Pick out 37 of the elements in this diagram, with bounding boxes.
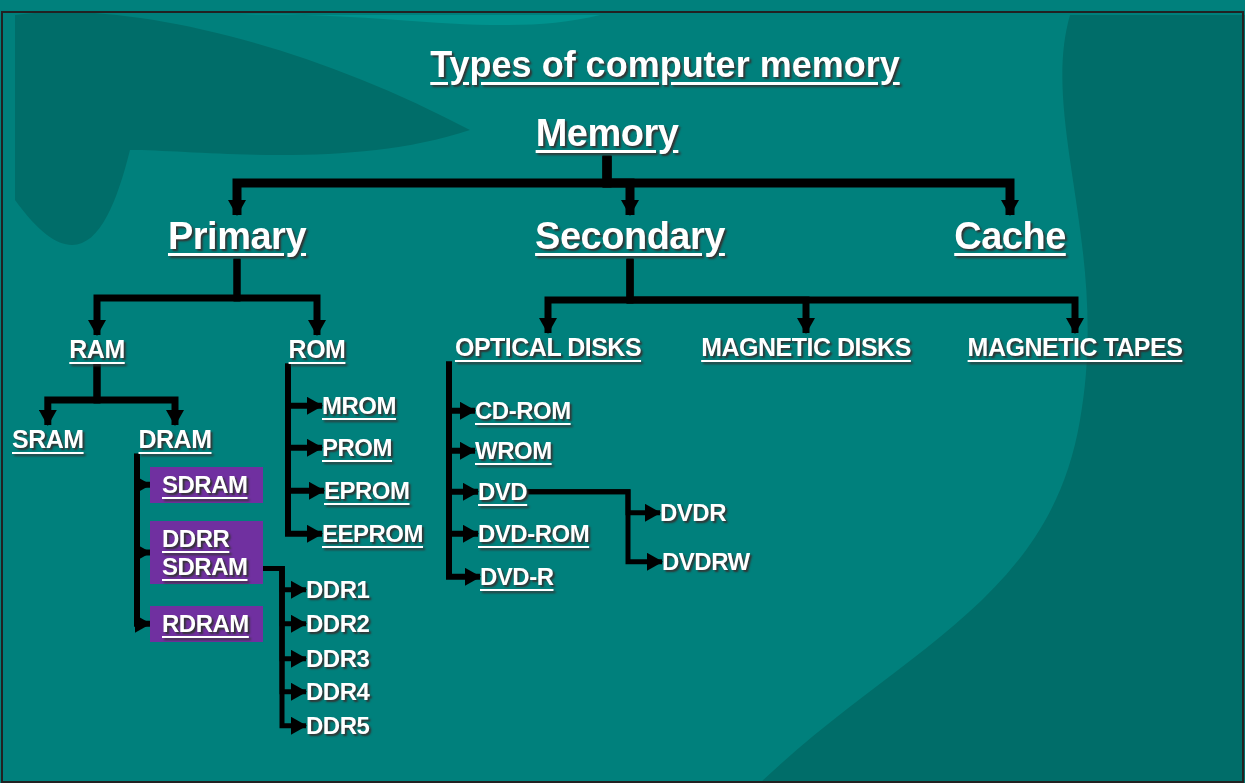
memory-type-label: OPTICAL DISKS: [454, 333, 642, 362]
memory-type-label: DVD-R: [480, 563, 554, 591]
memory-type-label: DVDR: [660, 499, 726, 527]
memory-type-label: DDR1: [306, 576, 370, 604]
arrow: [602, 155, 1019, 216]
memory-type-label: DDR3: [306, 645, 370, 673]
memory-type-label: RAM: [69, 335, 125, 364]
memory-type-label: MAGNETIC TAPES: [967, 333, 1183, 362]
arrow: [626, 258, 1084, 334]
memory-type-box: SDRAM: [150, 467, 263, 503]
memory-type-label: EPROM: [324, 477, 410, 505]
memory-type-label: Primary: [168, 215, 306, 259]
diagram-title: Types of computer memory: [430, 44, 900, 86]
arrow: [446, 361, 481, 586]
memory-type-label: Secondary: [535, 215, 725, 259]
memory-type-label: CD-ROM: [475, 397, 571, 425]
arrow: [134, 453, 151, 633]
arrow: [233, 258, 326, 336]
memory-type-box: RDRAM: [150, 606, 263, 642]
memory-type-label: DDR2: [306, 610, 370, 638]
memory-type-label: Memory: [535, 112, 679, 156]
memory-type-label: EEPROM: [322, 520, 423, 548]
memory-type-label: MROM: [322, 392, 396, 420]
memory-type-label: MAGNETIC DISKS: [701, 333, 911, 362]
memory-type-label: DRAM: [138, 425, 212, 454]
memory-type-box: DDRR SDRAM: [150, 521, 263, 585]
memory-type-label: DVD-ROM: [478, 520, 590, 548]
memory-type-label: Cache: [954, 215, 1066, 259]
memory-type-label: ROM: [288, 335, 346, 364]
memory-type-label: SRAM: [12, 425, 84, 454]
memory-type-label: DVDRW: [662, 548, 750, 576]
memory-type-label: DDR4: [306, 678, 370, 706]
memory-type-label: WROM: [475, 437, 552, 465]
memory-type-label: DVD: [478, 478, 528, 506]
arrow: [285, 363, 323, 543]
memory-type-label: PROM: [322, 434, 392, 462]
memory-type-label: DDR5: [306, 712, 370, 740]
